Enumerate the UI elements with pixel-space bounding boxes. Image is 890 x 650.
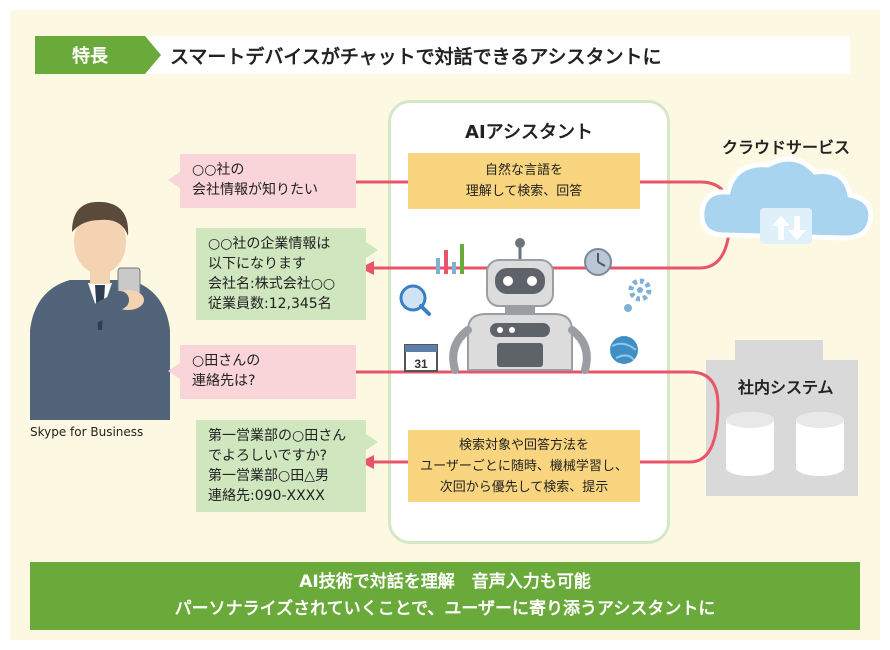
arrowhead-answer-2	[360, 455, 374, 469]
chat-line: ○○社の	[192, 162, 245, 178]
globe-icon	[610, 336, 638, 364]
chat-line: ○田さんの	[192, 353, 261, 369]
assistant-step-learn-line: 検索対象や回答方法を	[458, 437, 589, 453]
cloud-icon	[699, 156, 874, 244]
header-tag: 特長	[35, 36, 145, 74]
chat-line: 第一営業部の○田さん	[208, 428, 347, 444]
chat-line: 以下になります	[208, 256, 306, 272]
user-app-label: Skype for Business	[30, 425, 144, 439]
arrowhead-answer-1	[360, 261, 374, 275]
magnifier-icon	[399, 284, 431, 316]
assistant-step-understand-line: 自然な言語を	[484, 163, 563, 178]
clock-icon	[584, 248, 612, 276]
assistant-title: AIアシスタント	[465, 122, 593, 143]
assistant-step-understand-line: 理解して検索、回答	[465, 184, 583, 199]
businessman-illustration	[30, 201, 170, 420]
chat-line: ○○社の企業情報は	[208, 236, 331, 252]
chat-line: 連絡先:090-XXXX	[208, 488, 325, 504]
chat-line: 会社名:株式会社○○	[208, 276, 336, 292]
summary-banner: AI技術で対話を理解 音声入力も可能 パーソナライズされていくことで、ユーザーに…	[30, 562, 860, 630]
header-band	[130, 36, 850, 74]
chat-answer-2: 第一営業部の○田さん でよろしいですか? 第一営業部○田△男 連絡先:090-X…	[196, 420, 378, 512]
internal-system-label: 社内システム	[738, 378, 834, 397]
chat-line: でよろしいですか?	[208, 448, 328, 464]
calendar-icon: 31	[404, 344, 438, 372]
robot-icon	[449, 238, 591, 374]
chat-line: 会社情報が知りたい	[192, 182, 318, 198]
calendar-day: 31	[414, 357, 428, 371]
chat-question-1: ○○社の 会社情報が知りたい	[168, 154, 356, 208]
chat-line: 連絡先は?	[192, 373, 256, 389]
chat-line: 従業員数:12,345名	[208, 296, 332, 312]
assistant-step-understand: 自然な言語を 理解して検索、回答	[408, 153, 640, 209]
assistant-step-learn-line: ユーザーごとに随時、機械学習し、	[420, 458, 628, 474]
database-icon	[726, 412, 844, 476]
summary-line-1: AI技術で対話を理解 音声入力も可能	[299, 572, 591, 592]
header-chevron	[145, 36, 161, 74]
chat-question-2: ○田さんの 連絡先は?	[168, 345, 356, 399]
cloud-service-label: クラウドサービス	[722, 138, 851, 157]
assistant-step-learn: 検索対象や回答方法を ユーザーごとに随時、機械学習し、 次回から優先して検索、提…	[408, 430, 640, 502]
header-title: スマートデバイスがチャットで対話できるアシスタントに	[170, 45, 662, 68]
chat-answer-1: ○○社の企業情報は 以下になります 会社名:株式会社○○ 従業員数:12,345…	[196, 228, 378, 320]
assistant-step-learn-line: 次回から優先して検索、提示	[439, 479, 609, 495]
bar-chart-icon	[436, 244, 464, 274]
gear-icon	[624, 278, 652, 312]
summary-line-2: パーソナライズされていくことで、ユーザーに寄り添うアシスタントに	[174, 599, 716, 619]
chat-line: 第一営業部○田△男	[208, 468, 329, 484]
line-question-2	[355, 370, 720, 464]
